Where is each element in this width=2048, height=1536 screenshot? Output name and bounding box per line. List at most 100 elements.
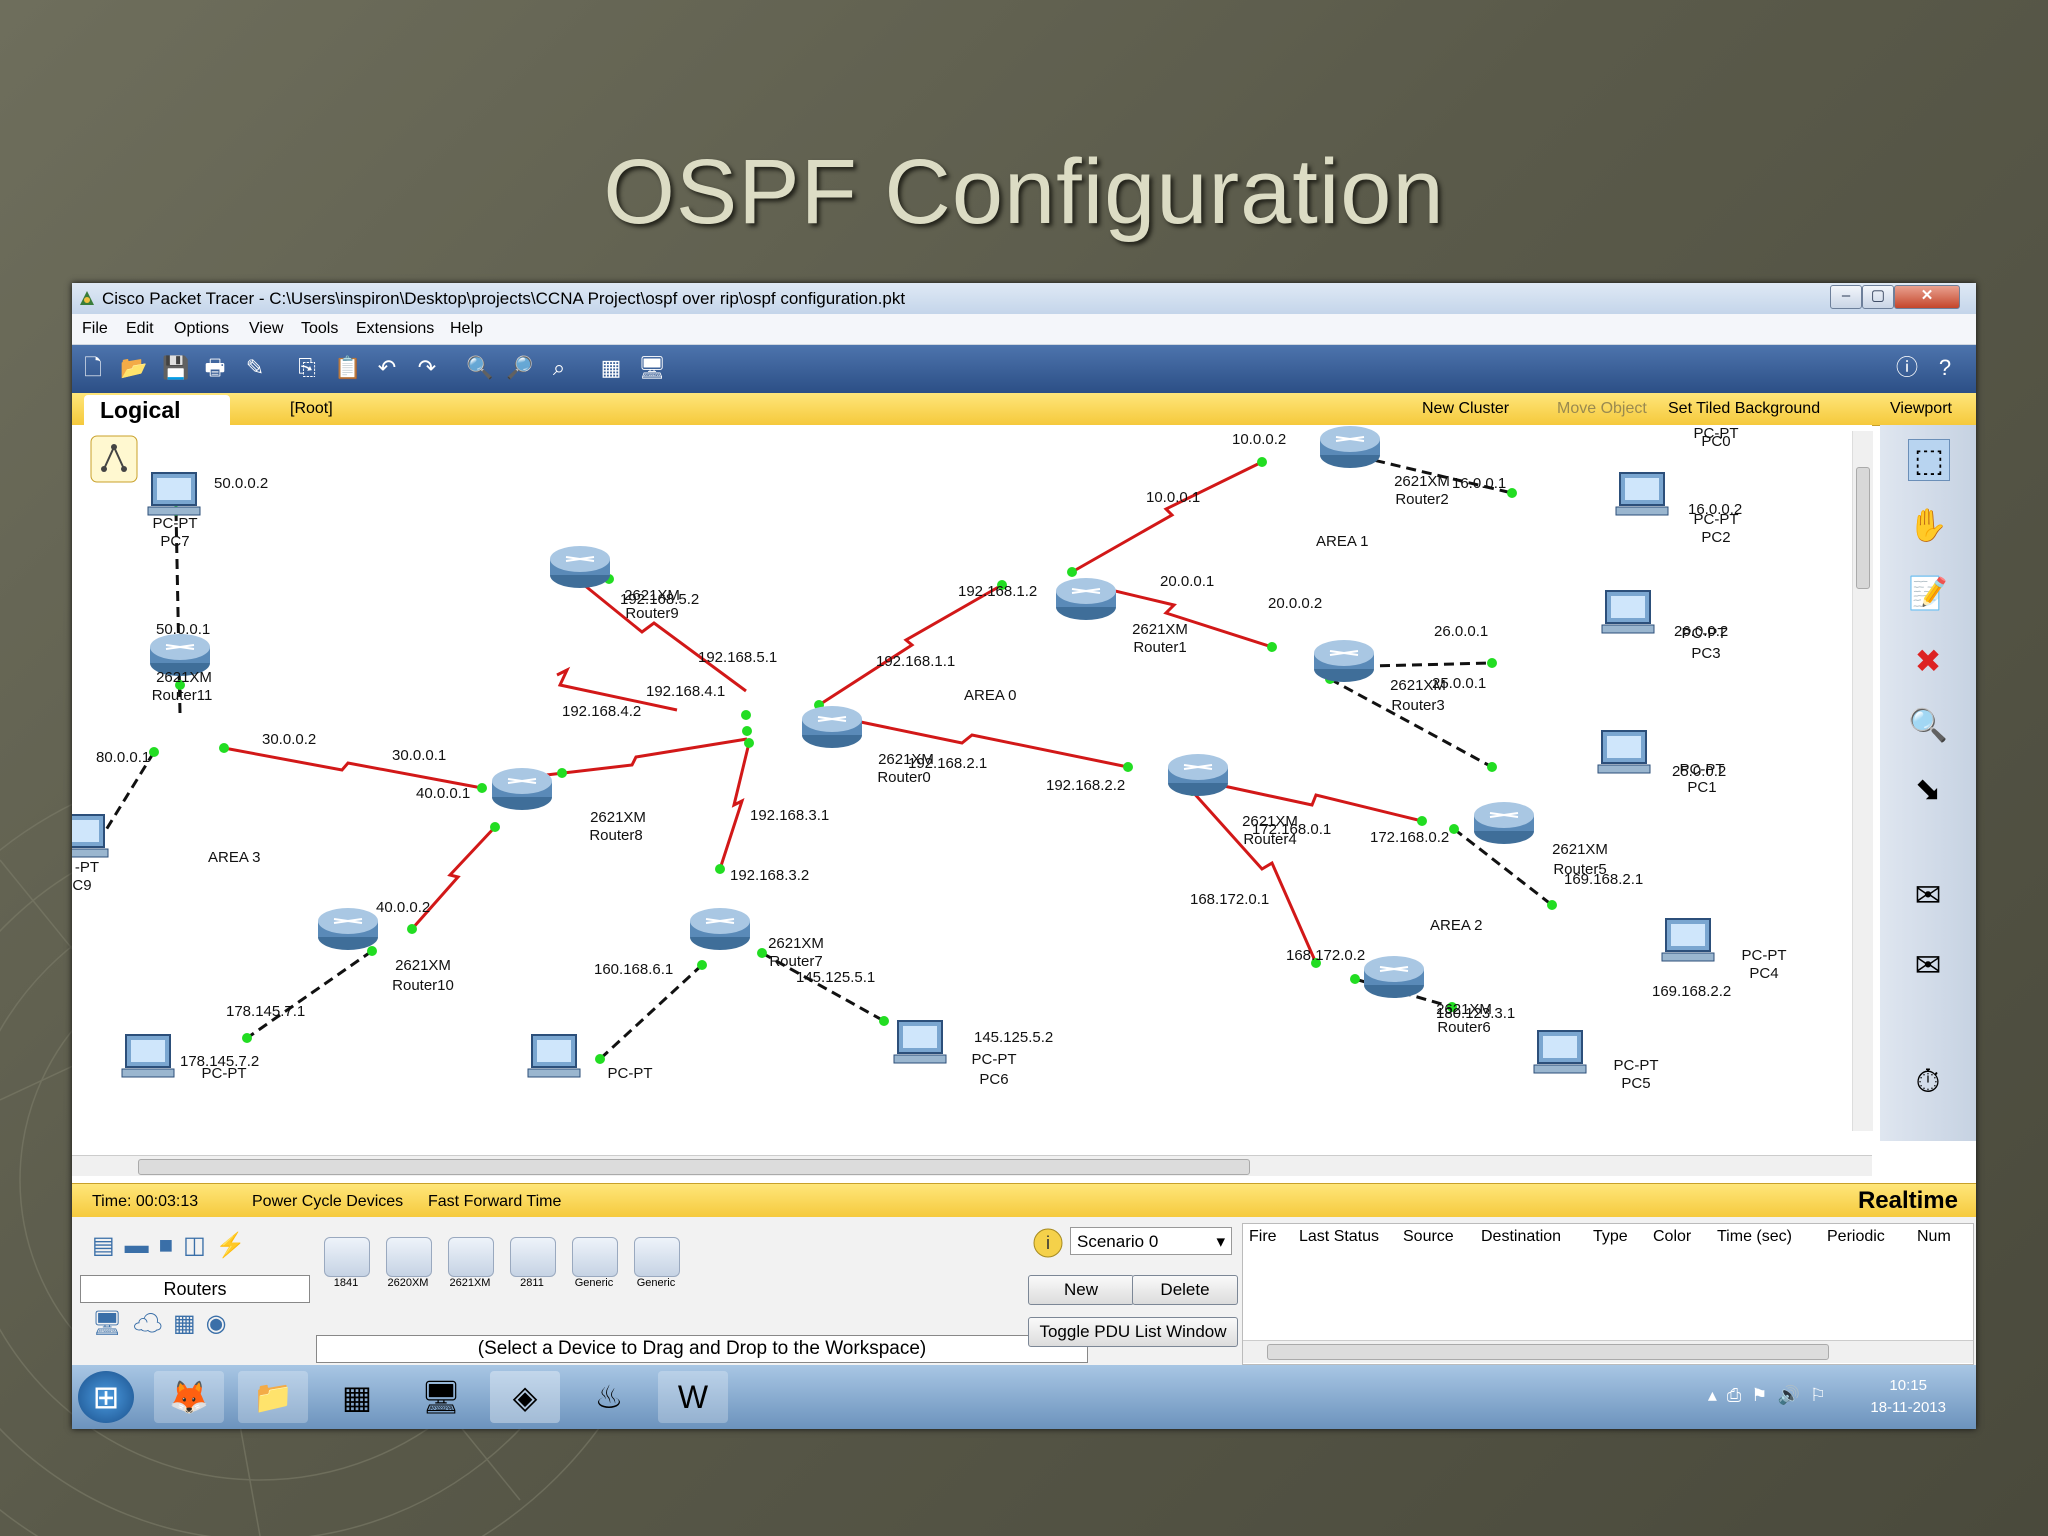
toggle-pdu-list-button[interactable]: Toggle PDU List Window (1028, 1317, 1238, 1347)
pc3-model: PC-PT (1681, 625, 1727, 642)
workspace-vertical-scrollbar[interactable] (1852, 431, 1873, 1131)
system-tray-icons[interactable]: ▴⎙⚑🔊⚐ (1707, 1385, 1836, 1405)
firefox-icon[interactable]: 🦊 (154, 1371, 224, 1423)
logical-view-icon[interactable] (90, 435, 138, 483)
pdu-col-time[interactable]: Time (sec) (1717, 1228, 1792, 1245)
ip-label: 80.0.0.1 (96, 749, 151, 766)
media-app-icon[interactable]: ▦ (341, 1379, 373, 1415)
packet-tracer-taskbar-icon[interactable]: ◈ (490, 1371, 560, 1423)
router1-model: 2621XM (1132, 621, 1188, 638)
minimize-button[interactable]: – (1830, 285, 1862, 309)
start-orb-icon[interactable]: ⊞ (78, 1371, 134, 1423)
common-tools-bar: ⬚ ✋ 📝 ✖ 🔍 ⬊ ✉ ✉ ⏱ (1880, 425, 1976, 1141)
resize-shape-icon[interactable]: ⬊ (1914, 771, 1942, 807)
device-2620xm[interactable]: 2620XM (386, 1237, 432, 1289)
pdu-col-source[interactable]: Source (1403, 1228, 1454, 1245)
pc1-name: PC1 (1687, 779, 1717, 796)
ip-label: 20.0.0.1 (1160, 573, 1215, 590)
device-2811[interactable]: 2811 (510, 1237, 556, 1289)
root-label[interactable]: [Root] (290, 400, 333, 417)
device-category-icons[interactable]: ▤▬■◫⚡ (92, 1232, 256, 1259)
slide-title: OSPF Configuration (603, 141, 1445, 243)
device-2621xm[interactable]: 2621XM (448, 1237, 494, 1289)
link-r3-pc1 (1329, 677, 1493, 769)
new-scenario-button[interactable]: New (1028, 1275, 1134, 1305)
pdu-col-type[interactable]: Type (1593, 1228, 1628, 1245)
paste-icon[interactable]: 📋 (334, 355, 362, 380)
select-icon[interactable]: ⬚ (1908, 439, 1950, 481)
palette-icon[interactable]: ▦ (600, 355, 622, 380)
ip-label: 192.168.3.2 (730, 867, 810, 884)
logical-workspace[interactable]: PC-PT PC7 2621XM Router11 -PT C9 2621XM … (72, 425, 1872, 1141)
ip-label: 192.168.4.2 (562, 703, 642, 720)
zoom-reset-icon[interactable]: 🔎 (506, 355, 534, 380)
inspect-icon[interactable]: 🔍 (1908, 707, 1948, 743)
menu-view[interactable]: View (249, 320, 284, 337)
delete-scenario-button[interactable]: Delete (1132, 1275, 1238, 1305)
taskbar-clock[interactable]: 10:15 18-11-2013 (1870, 1377, 1946, 1416)
device-panel: ▤▬■◫⚡ Routers 🖥☁▦◉ 1841 2620XM 2621XM 28… (72, 1217, 1976, 1365)
menu-options[interactable]: Options (174, 320, 230, 337)
delete-icon[interactable]: ✖ (1914, 643, 1942, 679)
ip-label: 180.123.3.1 (1436, 1005, 1516, 1022)
close-button[interactable]: ✕ (1894, 285, 1960, 309)
menu-help[interactable]: Help (450, 320, 483, 337)
help-icon[interactable]: ? (1938, 355, 1952, 380)
move-layout-hand-icon[interactable]: ✋ (1908, 507, 1948, 543)
redo-icon[interactable]: ↷ (417, 355, 437, 380)
menu-tools[interactable]: Tools (301, 320, 339, 337)
pc5-name: PC5 (1621, 1075, 1651, 1092)
power-cycle-button[interactable]: Power Cycle Devices (252, 1193, 404, 1210)
device-generic-2[interactable]: Generic (634, 1237, 680, 1289)
new-cluster-button[interactable]: New Cluster (1422, 400, 1510, 417)
pdu-col-num[interactable]: Num (1917, 1228, 1951, 1245)
link-r7-pc6 (761, 951, 885, 1023)
router9-model: 2621XM (624, 587, 680, 604)
viewport-button[interactable]: Viewport (1890, 400, 1952, 417)
info-icon[interactable]: ⓘ (1895, 355, 1918, 380)
pdu-col-color[interactable]: Color (1653, 1228, 1692, 1245)
maximize-button[interactable]: ▢ (1862, 285, 1894, 309)
link-r0-r7 (718, 742, 751, 870)
add-simple-pdu-icon[interactable]: ✉ (1914, 877, 1942, 913)
control-panel-icon[interactable]: 🖥 (420, 1379, 462, 1415)
menu-extensions[interactable]: Extensions (356, 320, 435, 337)
explorer-folder-icon[interactable]: 📁 (238, 1371, 308, 1423)
zoom-out-icon[interactable]: ⌕ (552, 355, 566, 380)
device-1841[interactable]: 1841 (324, 1237, 370, 1289)
pc9-name: C9 (72, 877, 92, 894)
app-drop-icon[interactable]: ♨ (594, 1379, 624, 1415)
print-icon[interactable]: 🖶 (204, 355, 226, 380)
ip-label: 26.0.0.1 (1434, 623, 1489, 640)
realtime-mode-label[interactable]: Realtime (1857, 1187, 1958, 1214)
device-generic-1[interactable]: Generic (572, 1237, 618, 1289)
custom-device-icon[interactable]: 🖥 (638, 355, 666, 380)
workspace-horizontal-scrollbar[interactable] (72, 1155, 1872, 1176)
place-note-icon[interactable]: 📝 (1908, 575, 1948, 611)
pdu-col-fire[interactable]: Fire (1249, 1228, 1277, 1245)
packet-tracer-window: Cisco Packet Tracer - C:\Users\inspiron\… (72, 283, 1976, 1429)
simulation-stopwatch-icon[interactable]: ⏱ (1915, 1063, 1941, 1099)
set-tiled-background-button[interactable]: Set Tiled Background (1668, 400, 1821, 417)
logical-tab[interactable]: Logical (84, 395, 230, 425)
undo-icon[interactable]: ↶ (377, 355, 397, 380)
word-icon[interactable]: W (658, 1371, 728, 1423)
copy-icon[interactable]: ⎘ (298, 355, 316, 380)
activity-wizard-icon[interactable]: ✎ (245, 355, 265, 380)
open-folder-icon[interactable]: 📂 (120, 355, 148, 380)
menu-file[interactable]: File (82, 320, 108, 337)
save-icon[interactable]: 💾 (162, 355, 190, 380)
pdu-col-destination[interactable]: Destination (1481, 1228, 1562, 1245)
scenario-select[interactable]: Scenario 0 ▾ (1070, 1227, 1232, 1255)
more-category-icons[interactable]: 🖥☁▦◉ (92, 1310, 237, 1337)
add-complex-pdu-icon[interactable]: ✉ (1914, 947, 1942, 983)
new-file-icon[interactable]: 🗋 (84, 355, 102, 380)
fast-forward-button[interactable]: Fast Forward Time (428, 1193, 562, 1210)
move-object-button[interactable]: Move Object (1557, 400, 1647, 417)
pdu-horizontal-scrollbar[interactable] (1243, 1340, 1973, 1363)
ip-label: 192.168.5.2 (620, 591, 700, 608)
pdu-col-last-status[interactable]: Last Status (1299, 1228, 1380, 1245)
menu-edit[interactable]: Edit (126, 320, 154, 337)
zoom-in-icon[interactable]: 🔍 (466, 355, 494, 380)
pdu-col-periodic[interactable]: Periodic (1827, 1228, 1885, 1245)
